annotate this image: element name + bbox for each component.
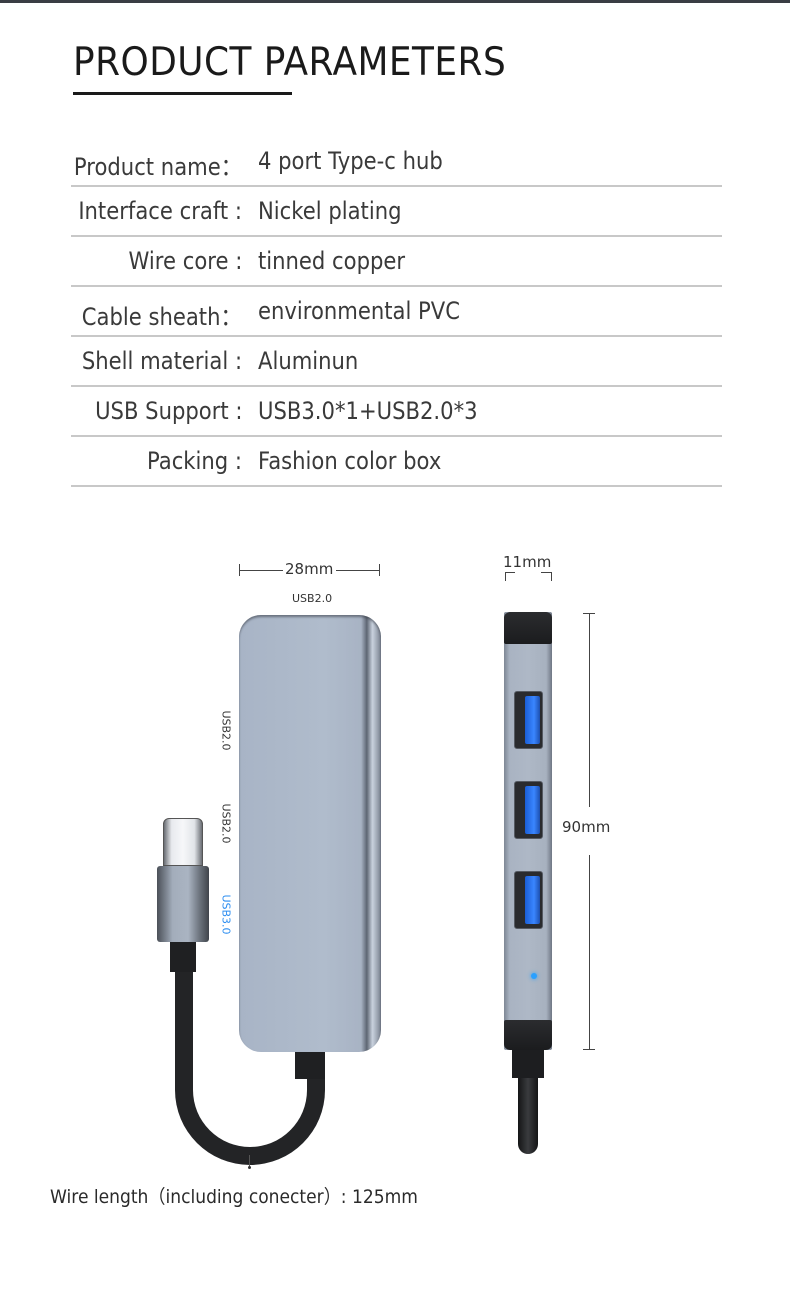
- page-title: PRODUCT PARAMETERS: [73, 40, 507, 85]
- dim-width-tick-right: [379, 564, 380, 576]
- param-row-packing: Packing : Fashion color box: [71, 437, 722, 487]
- wire-length-dot: [248, 1166, 251, 1169]
- dim-thickness-tick-left: [505, 572, 506, 581]
- param-value: environmental PVC: [258, 297, 460, 325]
- dim-width-line-right: [336, 570, 379, 571]
- port-label-side-usb3: USB3.0: [219, 894, 233, 935]
- param-label: Shell material :: [81, 347, 242, 375]
- side-strain-relief: [512, 1050, 544, 1078]
- param-row-shell-material: Shell material : Aluminun: [71, 337, 722, 387]
- param-label: Cable sheath：: [82, 303, 242, 331]
- wire-length-note: Wire length（including conecter）: 125mm: [50, 1186, 418, 1208]
- hub-end-cap-top: [504, 612, 552, 644]
- hub-end-cap-bottom: [504, 1020, 552, 1050]
- param-value: Aluminun: [258, 347, 359, 375]
- param-label: Product name：: [74, 153, 242, 181]
- side-cable: [518, 1078, 538, 1154]
- title-underline: [73, 92, 292, 95]
- param-value: Nickel plating: [258, 197, 402, 225]
- wire-length-pointer: [249, 1155, 250, 1167]
- dim-length-line-top: [589, 613, 590, 807]
- usb-port-3: [514, 871, 543, 929]
- usb-c-housing: [157, 866, 209, 942]
- usb-c-plug: [163, 818, 203, 866]
- param-row-usb-support: USB Support : USB3.0*1+USB2.0*3: [71, 387, 722, 437]
- usb-port-1: [514, 691, 543, 749]
- typec-strain-relief: [170, 942, 196, 972]
- port-label-side-2: USB2.0: [219, 803, 233, 844]
- usb-port-tongue: [525, 786, 540, 834]
- param-value: Fashion color box: [258, 447, 442, 475]
- param-row-interface-craft: Interface craft : Nickel plating: [71, 187, 722, 237]
- usb-port-tongue: [525, 876, 540, 924]
- dim-thickness-label: 11mm: [503, 553, 552, 571]
- param-value: tinned copper: [258, 247, 406, 275]
- dim-width-line-left: [239, 570, 283, 571]
- dim-width-label: 28mm: [285, 560, 334, 578]
- param-value: 4 port Type-c hub: [258, 147, 443, 175]
- dim-length-line-bottom: [589, 855, 590, 1050]
- param-row-cable-sheath: Cable sheath： environmental PVC: [71, 287, 722, 337]
- port-label-top: USB2.0: [292, 592, 333, 605]
- param-label: Wire core :: [128, 247, 242, 275]
- hub-body-front: [239, 615, 381, 1052]
- dim-length-label: 90mm: [562, 818, 611, 836]
- param-value: USB3.0*1+USB2.0*3: [258, 397, 478, 425]
- usb-port-tongue: [525, 696, 540, 744]
- usb-port-2: [514, 781, 543, 839]
- hub-cable-strain-relief: [295, 1052, 325, 1079]
- led-indicator-icon: [531, 973, 537, 979]
- port-label-side-1: USB2.0: [219, 710, 233, 751]
- dim-thickness-line-right: [541, 572, 551, 573]
- dim-thickness-line-left: [505, 572, 515, 573]
- param-row-wire-core: Wire core : tinned copper: [71, 237, 722, 287]
- dim-thickness-tick-right: [551, 572, 552, 581]
- param-label: USB Support :: [94, 397, 242, 425]
- dim-length-tick-bottom: [583, 1049, 595, 1050]
- parameters-table: Product name： 4 port Type-c hub Interfac…: [71, 137, 722, 487]
- top-border-strip: [0, 0, 790, 3]
- param-label: Interface craft :: [78, 197, 242, 225]
- param-label: Packing :: [146, 447, 242, 475]
- param-row-product-name: Product name： 4 port Type-c hub: [71, 137, 722, 187]
